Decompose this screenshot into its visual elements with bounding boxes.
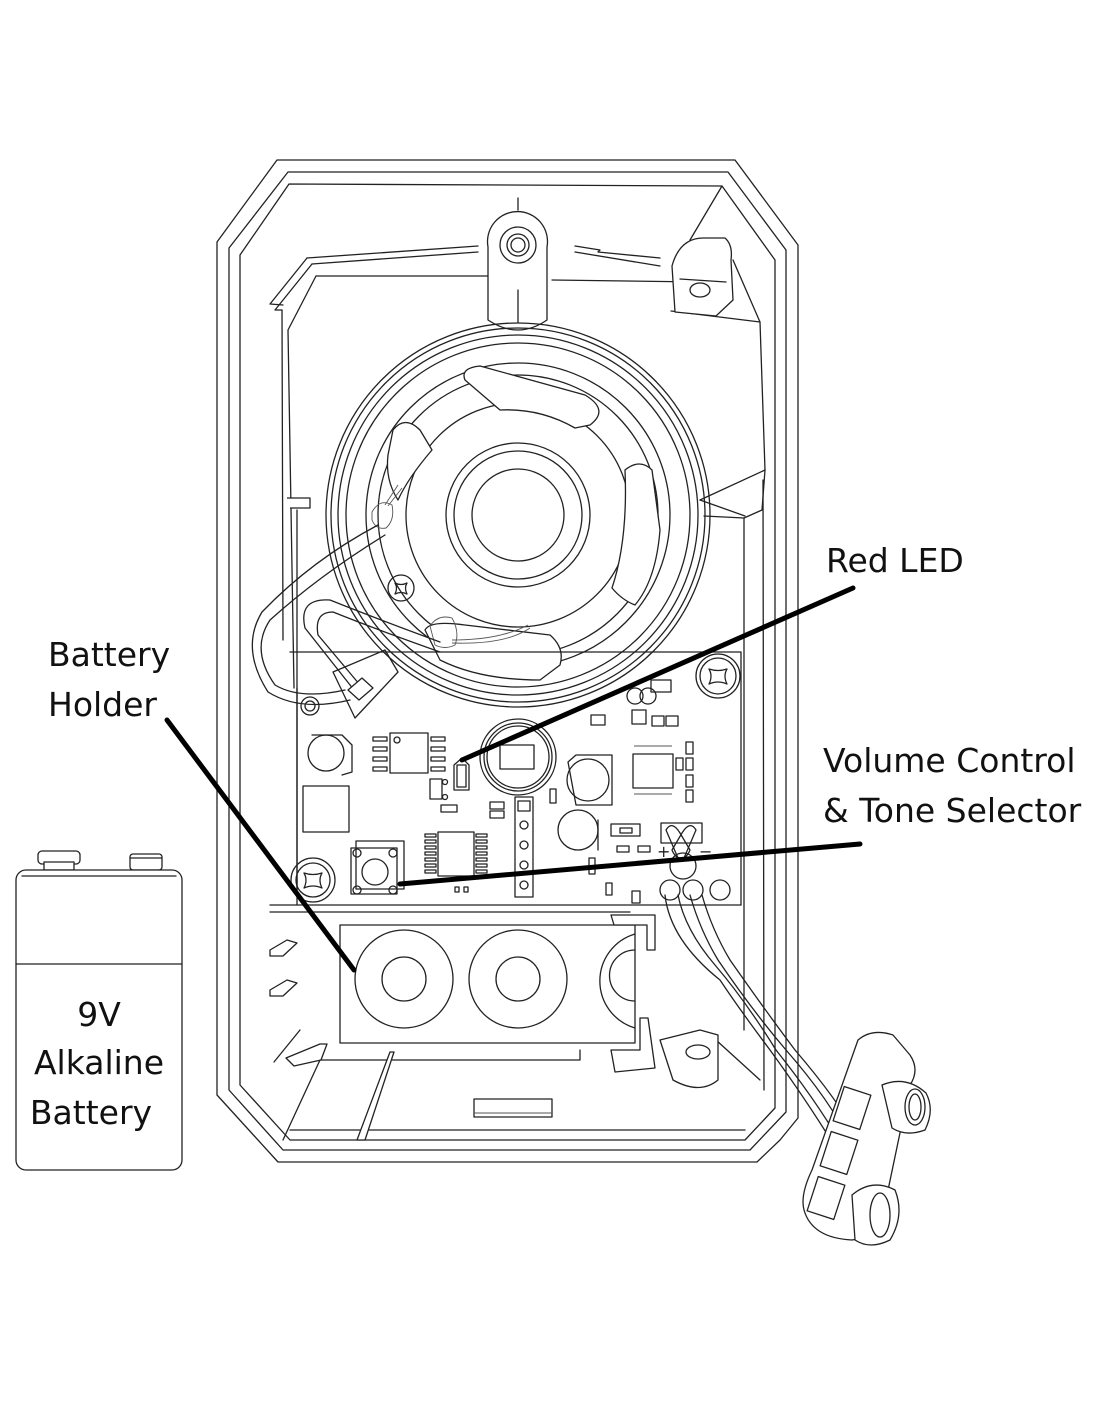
terminal-plus-mark: + [657, 842, 670, 861]
callout-battery-holder-line1: Battery [48, 635, 171, 674]
callout-red-led: Red LED [826, 541, 964, 580]
soic-pins [424, 833, 488, 874]
battery-type-label: Alkaline [33, 1043, 165, 1082]
battery-9v [15, 850, 183, 1171]
leader-red-led [459, 585, 856, 763]
red-led [453, 757, 470, 791]
battery-name-label: Battery [29, 1093, 153, 1132]
speaker-cable [251, 524, 441, 719]
speaker [325, 322, 711, 708]
callout-battery-holder-line2: Holder [48, 685, 157, 724]
callout-volume-tone-line1: Volume Control [823, 741, 1076, 780]
leader-battery-holder [164, 717, 357, 973]
tone-button [350, 840, 405, 895]
pcb [269, 651, 742, 913]
top-mounting-boss [486, 197, 549, 331]
terminal-connector [664, 894, 931, 1246]
leader-volume-tone [397, 841, 863, 887]
callout-volume-tone-line2: & Tone Selector [823, 791, 1082, 830]
top-right-mounting-boss [671, 237, 734, 317]
battery-voltage-label: 9V [77, 995, 121, 1034]
ic-pins [372, 736, 446, 772]
enclosure [216, 159, 799, 1163]
battery-holder [339, 914, 719, 1089]
